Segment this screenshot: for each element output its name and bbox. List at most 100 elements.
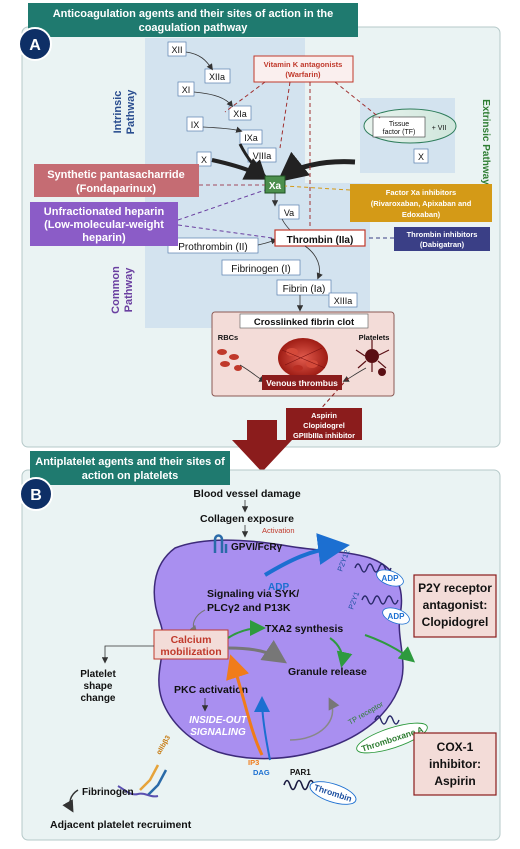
antiplatelet-label-2: Clopidogrel <box>303 421 345 430</box>
svg-text:Fibrin (Ia): Fibrin (Ia) <box>283 284 326 295</box>
panel-a-title-line2: coagulation pathway <box>139 22 249 34</box>
shape-label-3: change <box>80 693 115 704</box>
cox1-inhibitor-box <box>413 732 497 796</box>
svg-text:Prothrombin (II): Prothrombin (II) <box>178 242 247 253</box>
txa2-label: TXA2 synthesis <box>265 623 343 635</box>
vka-label-2: (Warfarin) <box>285 70 321 79</box>
panel-a-title-line1: Anticoagulation agents and their sites o… <box>53 8 334 20</box>
heparin-label-2: (Low-molecular-weight <box>44 219 164 231</box>
svg-text:X: X <box>201 155 207 165</box>
par1-label: PAR1 <box>290 768 311 777</box>
aiib-integrin <box>139 764 168 796</box>
svg-text:Va: Va <box>284 208 294 218</box>
p2y-box-label-1: P2Y receptor <box>418 581 492 595</box>
factor-x-extrinsic: X <box>413 148 429 164</box>
rbc-cells <box>217 349 242 371</box>
factor-xiia: XIIa <box>204 68 231 84</box>
p2y1-receptor <box>361 595 399 605</box>
factor-fibrin: Fibrin (Ia) <box>276 279 332 296</box>
tissue-factor-box <box>372 116 426 138</box>
panel-b-title-line1: Antiplatelet agents and their sites of <box>35 456 225 468</box>
calcium-label-2: mobilization <box>160 646 221 658</box>
venous-thrombus-box <box>262 375 342 390</box>
factor-fibrinogen: Fibrinogen (I) <box>221 259 301 276</box>
svg-text:Fibrinogen (I): Fibrinogen (I) <box>231 264 290 275</box>
shape-label-2: shape <box>84 681 113 692</box>
factor-prothrombin: Prothrombin (II) <box>167 237 259 254</box>
heparin-label-1: Unfractionated heparin <box>44 206 165 218</box>
clot-title-box <box>239 313 369 329</box>
svg-text:IX: IX <box>191 120 200 130</box>
signaling-label-1: Signaling via SYK/ <box>207 588 299 600</box>
fibrinogen-label-b: Fibrinogen <box>82 787 134 798</box>
factor-x: X <box>196 151 212 167</box>
common-label-1: Common <box>110 266 122 314</box>
fxa-label-3: Edoxaban) <box>402 210 441 219</box>
heparin-box <box>30 202 178 246</box>
dag-label: DAG <box>253 768 270 777</box>
svg-text:ADP: ADP <box>382 574 400 583</box>
intrinsic-label-1: Intrinsic <box>112 91 124 134</box>
factor-thrombin-label: Thrombin (IIa) <box>287 235 354 246</box>
ip3-label: IP3 <box>248 758 259 767</box>
tp-receptor <box>374 715 400 725</box>
fondaparinux-label-1: Synthetic pantasacharride <box>47 169 185 181</box>
cox-box-label-1: COX-1 <box>437 740 474 754</box>
collagen-exposure: Collagen exposure <box>200 513 294 525</box>
fibrinogen-molecule <box>117 785 159 798</box>
big-down-arrow <box>232 420 292 472</box>
plus-vii-label: + VII <box>432 125 447 132</box>
shape-label-1: Platelet <box>80 669 116 680</box>
factor-xii: XII <box>167 41 187 57</box>
panel-b-header <box>30 451 230 485</box>
factor-thrombin <box>274 229 366 247</box>
factor-viiia: VIIIa <box>247 147 277 163</box>
panel-b-badge <box>19 477 53 511</box>
platelets-label: Platelets <box>359 333 390 342</box>
cox-box-label-2: inhibitor: <box>429 757 481 771</box>
tissue-factor-label-1: Tissue <box>389 121 409 128</box>
svg-text:IXa: IXa <box>244 133 258 143</box>
factor-ix: IX <box>186 116 204 132</box>
pkc-label: PKC activation <box>174 684 248 696</box>
factor-ixa: IXa <box>239 129 263 145</box>
svg-text:XII: XII <box>171 45 182 55</box>
svg-text:XI: XI <box>182 85 191 95</box>
tissue-factor-label-2: factor (TF) <box>383 129 416 136</box>
calcium-label-1: Calcium <box>171 634 212 646</box>
svg-text:XIa: XIa <box>233 109 247 119</box>
fondaparinux-box <box>34 164 199 197</box>
panel-a-header <box>28 3 358 37</box>
clot-title: Crosslinked fibrin clot <box>254 317 355 328</box>
intrinsic-label-2: Pathway <box>125 89 137 135</box>
fxa-inhibitors-box <box>350 184 492 222</box>
thrombin-inh-label-2: (Dabigatran) <box>420 240 465 249</box>
panel-a-badge <box>18 27 52 61</box>
factor-xa-label: Xa <box>269 181 282 192</box>
inside-out-label-2: SIGNALING <box>190 727 246 738</box>
fxa-label-1: Factor Xa inhibitors <box>386 188 456 197</box>
svg-text:XIIa: XIIa <box>209 72 225 82</box>
fxa-label-2: (Rivaroxaban, Apixaban and <box>371 199 472 208</box>
svg-text:VIIIa: VIIIa <box>253 151 272 161</box>
p2y-box-label-2: antagonist: <box>423 598 488 612</box>
ip3-arrow <box>226 654 264 756</box>
thrombin-inh-label-1: Thrombin inhibitors <box>407 230 478 239</box>
svg-text:ADP: ADP <box>388 612 406 621</box>
adp-label-1: ADP <box>268 582 289 593</box>
dag-arrow <box>254 696 271 761</box>
blood-vessel-damage: Blood vessel damage <box>193 488 301 500</box>
extrinsic-label: Extrinsic Pathway <box>480 99 491 185</box>
fondaparinux-label-2: (Fondaparinux) <box>76 183 156 195</box>
antiplatelet-label-1: Aspirin <box>311 411 337 420</box>
p2y12-receptor <box>354 563 392 573</box>
factor-xiiia: XIIIa <box>328 292 358 308</box>
vka-box <box>253 55 354 83</box>
calcium-box <box>153 629 229 660</box>
adjacent-label: Adjacent platelet recruiment <box>50 819 192 831</box>
adp-bubble-3: ADP <box>382 607 410 625</box>
common-label-2: Pathway <box>123 267 135 313</box>
factor-xia: XIa <box>228 105 252 121</box>
